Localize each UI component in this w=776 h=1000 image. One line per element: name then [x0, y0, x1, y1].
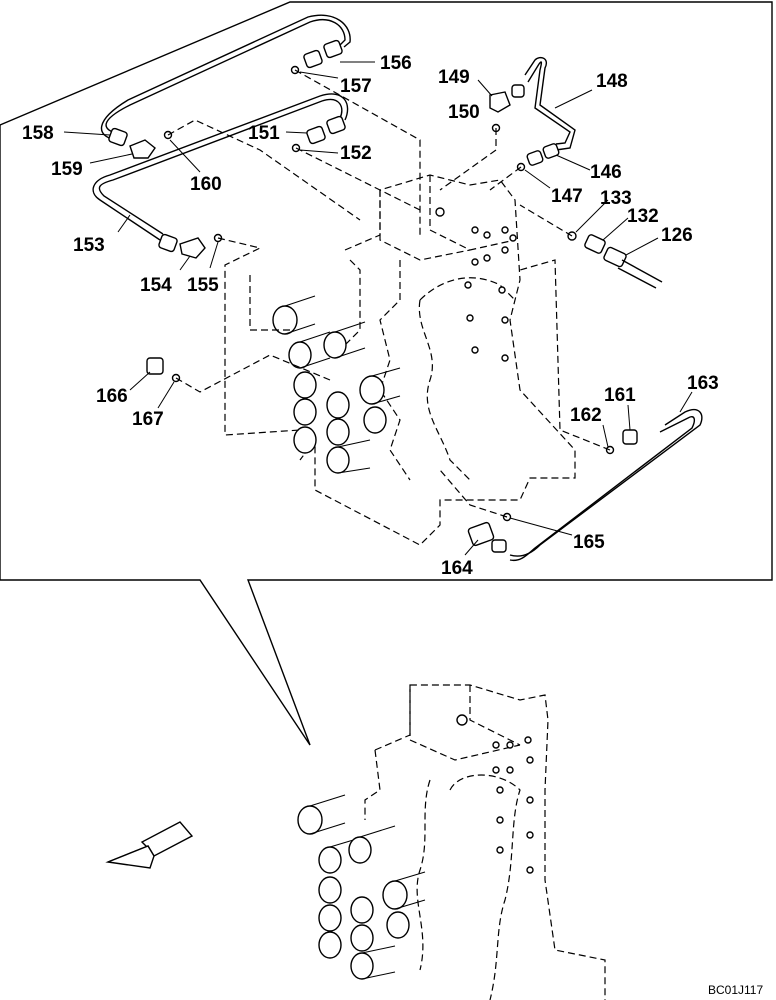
- label-165: 165: [573, 532, 605, 553]
- label-167: 167: [132, 409, 164, 430]
- label-164: 164: [441, 558, 473, 579]
- label-162: 162: [570, 405, 602, 426]
- label-160: 160: [190, 174, 222, 195]
- label-147: 147: [551, 186, 583, 207]
- label-150: 150: [448, 102, 480, 123]
- label-133: 133: [600, 188, 632, 209]
- label-154: 154: [140, 275, 172, 296]
- tubing: [92, 14, 703, 562]
- label-153: 153: [73, 235, 105, 256]
- label-148: 148: [596, 71, 628, 92]
- label-161: 161: [604, 385, 636, 406]
- label-132: 132: [627, 206, 659, 227]
- front-direction-arrow-icon: [105, 821, 194, 869]
- label-158: 158: [22, 123, 54, 144]
- detail-valve-block: [272, 174, 576, 546]
- label-146: 146: [590, 162, 622, 183]
- detail-frame: [0, 1, 773, 746]
- label-151: 151: [248, 123, 280, 144]
- label-156: 156: [380, 53, 412, 74]
- spool-caps: [272, 295, 401, 474]
- main-valve-block: [297, 684, 606, 1000]
- label-152: 152: [340, 143, 372, 164]
- label-157: 157: [340, 76, 372, 97]
- fittings: [108, 39, 663, 553]
- label-126: 126: [661, 225, 693, 246]
- label-159: 159: [51, 159, 83, 180]
- main-spool-caps: [297, 794, 426, 980]
- label-163: 163: [687, 373, 719, 394]
- drawing-code: BC01J117: [708, 983, 763, 997]
- label-leaders: [63, 61, 693, 556]
- assembly-leaders: [167, 69, 611, 518]
- face-ports: [435, 207, 517, 362]
- label-155: 155: [187, 275, 219, 296]
- label-149: 149: [438, 67, 470, 88]
- part-labels: 156 157 149 148 150 151 152 158 159 160 …: [22, 53, 719, 579]
- label-166: 166: [96, 386, 128, 407]
